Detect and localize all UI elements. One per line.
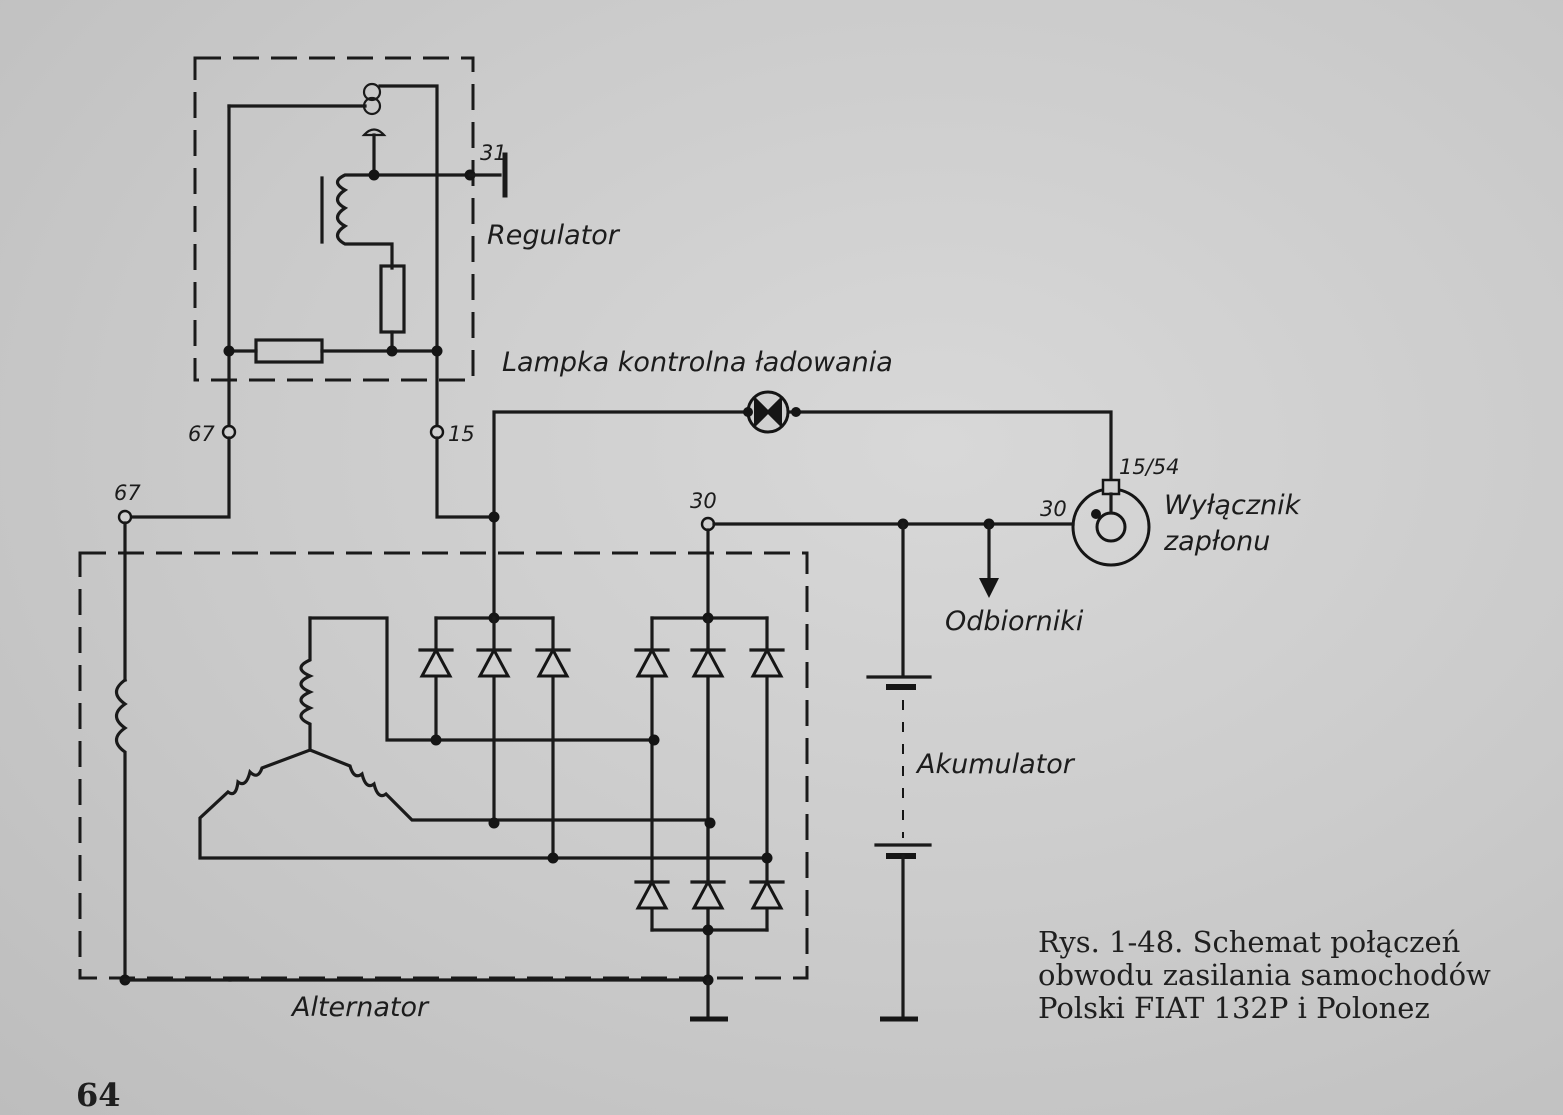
regulator-resistor-horizontal: [254, 338, 324, 364]
loads-arrow-icon: [979, 578, 999, 598]
terminal-15-regulator: [429, 424, 445, 440]
regulator-resistor-vertical: [379, 264, 406, 334]
label-warning-lamp: Lampka kontrolna ładowania: [502, 347, 893, 378]
pin-31: 31: [480, 141, 507, 165]
alternator-box: [78, 551, 809, 980]
label-ignition-switch-1: Wyłącznik: [1164, 490, 1302, 521]
label-loads: Odbiorniki: [945, 606, 1084, 637]
label-alternator: Alternator: [290, 992, 430, 1023]
label-ignition-switch-2: zapłonu: [1163, 526, 1270, 557]
regulator-contact-upper2: [362, 96, 382, 116]
caption-line-1: Rys. 1-48. Schemat połączeń: [1038, 925, 1461, 959]
pin-67-regulator: 67: [188, 422, 215, 446]
terminal-67-regulator: [221, 424, 237, 440]
wire-lamp-right: [786, 410, 1113, 480]
diode-icons-lower: [634, 878, 785, 910]
pin-15-54: 15/54: [1119, 455, 1180, 479]
wire-67-link: [128, 436, 231, 519]
excitation-coil: [114, 677, 128, 982]
pin-30-alternator: 30: [690, 489, 717, 513]
page-number: 64: [76, 1076, 121, 1114]
caption-line-2: obwodu zasilania samochodów: [1038, 958, 1491, 992]
figure-caption: Rys. 1-48. Schemat połączeń obwodu zasil…: [1038, 926, 1563, 1025]
regulator-wire-15: [378, 84, 439, 432]
caption-line-3: Polski FIAT 132P i Polonez: [1038, 991, 1430, 1025]
wire-lamp-left: [492, 410, 750, 519]
wire-15-link: [435, 436, 496, 519]
warning-lamp-icon: [746, 390, 790, 434]
label-regulator: Regulator: [487, 220, 621, 251]
label-battery: Akumulator: [915, 749, 1076, 780]
terminal-30-alternator: [700, 516, 716, 532]
stator-windings: [198, 616, 773, 864]
regulator-contact-upper: [362, 82, 382, 102]
regulator-coil: [335, 173, 394, 270]
regulator-box: [193, 56, 475, 382]
diode-icons-upper: [418, 646, 785, 678]
pin-30-switch: 30: [1040, 497, 1067, 521]
ignition-switch-icon: [1071, 478, 1151, 567]
pin-67-alternator: 67: [114, 481, 141, 505]
regulator-contact-lower: [361, 128, 387, 137]
terminal-67-alternator: [117, 509, 133, 525]
pin-15-regulator: 15: [448, 422, 475, 446]
